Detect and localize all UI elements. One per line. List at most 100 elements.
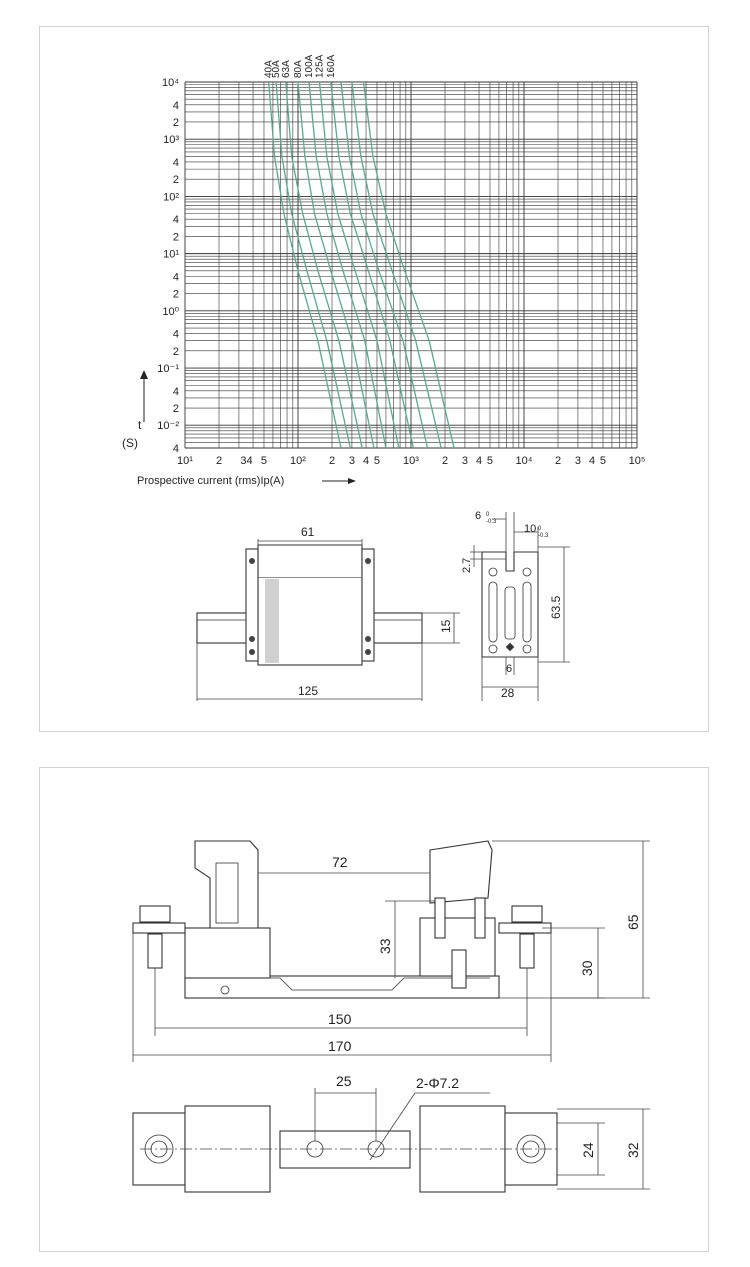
curve-series — [285, 81, 363, 449]
x-tick-label: 4 — [363, 455, 369, 467]
dim-24: 24 — [580, 1142, 596, 1158]
dim-6-small: 6 — [506, 663, 512, 675]
base-plate — [184, 975, 500, 999]
x-tick-label: 5 — [374, 455, 380, 467]
y-tick-label: 10¹ — [163, 249, 179, 261]
right-terminal-nut — [511, 905, 543, 923]
dim-10-tol: 0-0.3 — [538, 526, 549, 539]
series-label: 160A — [326, 54, 337, 78]
right-contact-1 — [434, 897, 446, 939]
curve-series — [318, 81, 400, 449]
series-label: 40A — [264, 60, 275, 78]
right-terminal-bolt — [519, 933, 535, 969]
dim-125: 125 — [298, 684, 318, 698]
y-tick-label: 4 — [173, 329, 179, 341]
dim-6-slot: 6 — [475, 510, 481, 522]
y-tick-label: 10³ — [163, 134, 179, 146]
top-center-plate — [279, 1130, 411, 1169]
chart-grid — [184, 81, 638, 449]
curve-series — [340, 81, 429, 449]
dim-63-5: 63.5 — [549, 595, 563, 619]
x-tick-label: 5 — [261, 455, 267, 467]
fuse-end-view: 6 0-0.3 10 0-0.3 2.7 63.5 6 28 — [461, 510, 570, 701]
x-tick-label: 10⁴ — [516, 455, 533, 467]
x-tick-label: 2 — [216, 455, 222, 467]
x-tick-label: 5 — [600, 455, 606, 467]
right-contact-2 — [474, 897, 486, 939]
x-tick-label: 10² — [290, 455, 306, 467]
series-label: 125A — [315, 54, 326, 78]
series-label: 80A — [293, 60, 304, 78]
rivet-5 — [249, 649, 255, 655]
series-label: 50A — [271, 60, 282, 78]
y-tick-label: 10⁴ — [162, 77, 179, 89]
base-screw — [220, 985, 230, 995]
y-axis-arrow-head — [140, 370, 148, 379]
y-tick-label: 4 — [173, 271, 179, 283]
dim-10: 10 — [524, 523, 536, 535]
bottom-panel: 72 33 30 65 150 170 — [39, 767, 709, 1252]
x-tick-label: 10³ — [403, 455, 419, 467]
x-tick-label: 10¹ — [177, 455, 193, 467]
x-tick-label: 3 — [462, 455, 468, 467]
series-label: 63A — [281, 60, 292, 78]
x-axis-label: Prospective current (rms)Ip(A) — [137, 475, 284, 487]
dim-6-slot-tol: 0-0.3 — [486, 512, 497, 525]
fuse-right-plate — [361, 548, 375, 662]
x-tick-label: 4 — [589, 455, 595, 467]
dim-30: 30 — [579, 960, 595, 976]
base-side-view: 72 33 30 65 150 170 — [132, 840, 650, 1062]
dim-25: 25 — [336, 1073, 352, 1089]
y-tick-label: 2 — [173, 346, 179, 358]
curve-series — [275, 81, 351, 449]
dim-33: 33 — [377, 938, 393, 954]
x-tick-label: 2 — [555, 455, 561, 467]
left-terminal-plate — [132, 922, 186, 934]
left-handle — [194, 840, 259, 929]
series-label: 100A — [304, 54, 315, 78]
y-tick-label: 4 — [173, 443, 179, 455]
end-slot-right — [522, 581, 532, 643]
rivet-3 — [249, 636, 255, 642]
rivet-2 — [365, 558, 371, 564]
dim-150: 150 — [328, 1011, 352, 1027]
fuse-body-shade — [265, 579, 279, 663]
x-tick-label: 2 — [329, 455, 335, 467]
dim-2-7: 2.7 — [461, 558, 473, 573]
y-tick-label: 2 — [173, 117, 179, 129]
dim-28: 28 — [501, 686, 515, 700]
dim-170: 170 — [328, 1038, 352, 1054]
y-tick-label: 2 — [173, 174, 179, 186]
base-left-housing — [184, 927, 271, 979]
rivet-4 — [365, 636, 371, 642]
dim-65: 65 — [625, 914, 641, 930]
end-hole-bl — [488, 644, 498, 654]
y-tick-label: 2 — [173, 403, 179, 415]
x-tick-label: 3 — [349, 455, 355, 467]
fuse-base-drawing: 72 33 30 65 150 170 — [132, 840, 650, 1193]
end-indicator — [504, 586, 516, 640]
fuse-top-clip — [257, 544, 363, 577]
y-tick-label: 10⁻¹ — [157, 363, 179, 375]
curve-series — [268, 81, 342, 449]
fuse-side-view: 61 125 15 — [196, 525, 460, 701]
right-handle — [429, 840, 493, 904]
y-tick-label: 4 — [173, 386, 179, 398]
end-hole-br — [522, 644, 532, 654]
rivet-1 — [249, 558, 255, 564]
y-tick-label: 4 — [173, 157, 179, 169]
curve-series — [308, 81, 387, 449]
dim-61: 61 — [301, 525, 315, 539]
dim-32: 32 — [625, 1142, 641, 1158]
curve-series — [351, 81, 442, 449]
dim-72: 72 — [332, 854, 348, 870]
dim-15: 15 — [439, 619, 453, 633]
left-handle-inner — [215, 862, 239, 924]
rivet-6 — [365, 649, 371, 655]
y-tick-label: 10⁻² — [157, 420, 179, 432]
y-tick-label: 10² — [163, 191, 179, 203]
base-top-view: 25 2-Φ7.2 24 32 — [132, 1073, 650, 1193]
y-tick-label: 2 — [173, 231, 179, 243]
